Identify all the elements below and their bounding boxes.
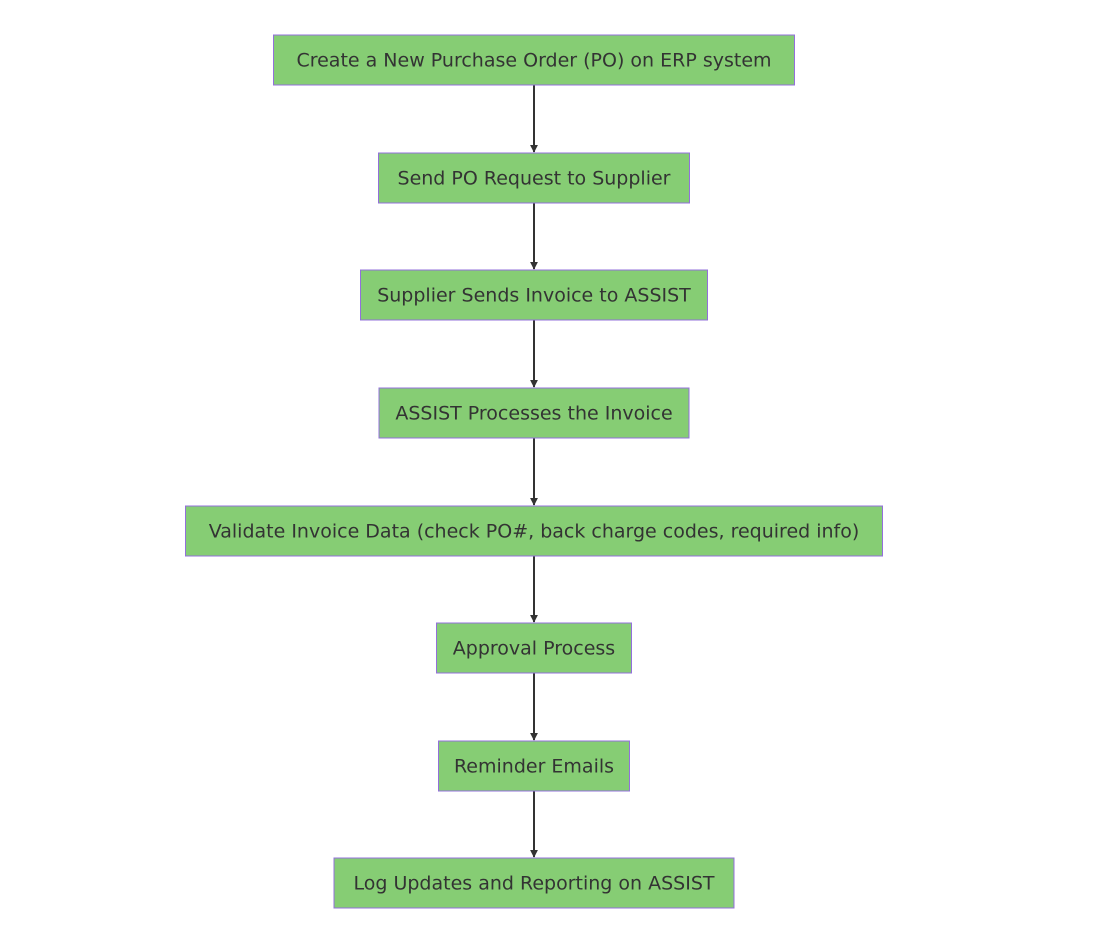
node-supplier-invoice: Supplier Sends Invoice to ASSIST: [360, 269, 708, 321]
nodes: Create a New Purchase Order (PO) on ERP …: [185, 34, 883, 909]
node-send-po: Send PO Request to Supplier: [378, 152, 690, 204]
node-label: Log Updates and Reporting on ASSIST: [353, 873, 714, 895]
node-box: [378, 152, 690, 204]
node-box: [185, 505, 883, 557]
node-box: [360, 269, 708, 321]
node-label: Reminder Emails: [454, 756, 614, 778]
node-assist-processes: ASSIST Processes the Invoice: [378, 387, 690, 439]
node-box: [438, 740, 630, 792]
node-create-po: Create a New Purchase Order (PO) on ERP …: [273, 34, 795, 86]
node-box: [436, 622, 632, 674]
node-box: [378, 387, 690, 439]
node-validate-invoice: Validate Invoice Data (check PO#, back c…: [185, 505, 883, 557]
node-box: [333, 857, 735, 909]
node-label: Send PO Request to Supplier: [398, 168, 671, 190]
node-label: ASSIST Processes the Invoice: [395, 403, 672, 425]
node-label: Supplier Sends Invoice to ASSIST: [377, 285, 691, 307]
node-reminder: Reminder Emails: [438, 740, 630, 792]
node-approval: Approval Process: [436, 622, 632, 674]
node-label: Validate Invoice Data (check PO#, back c…: [209, 521, 860, 543]
node-log-updates: Log Updates and Reporting on ASSIST: [333, 857, 735, 909]
node-label: Approval Process: [453, 638, 615, 660]
node-label: Create a New Purchase Order (PO) on ERP …: [296, 50, 771, 72]
node-box: [273, 34, 795, 86]
